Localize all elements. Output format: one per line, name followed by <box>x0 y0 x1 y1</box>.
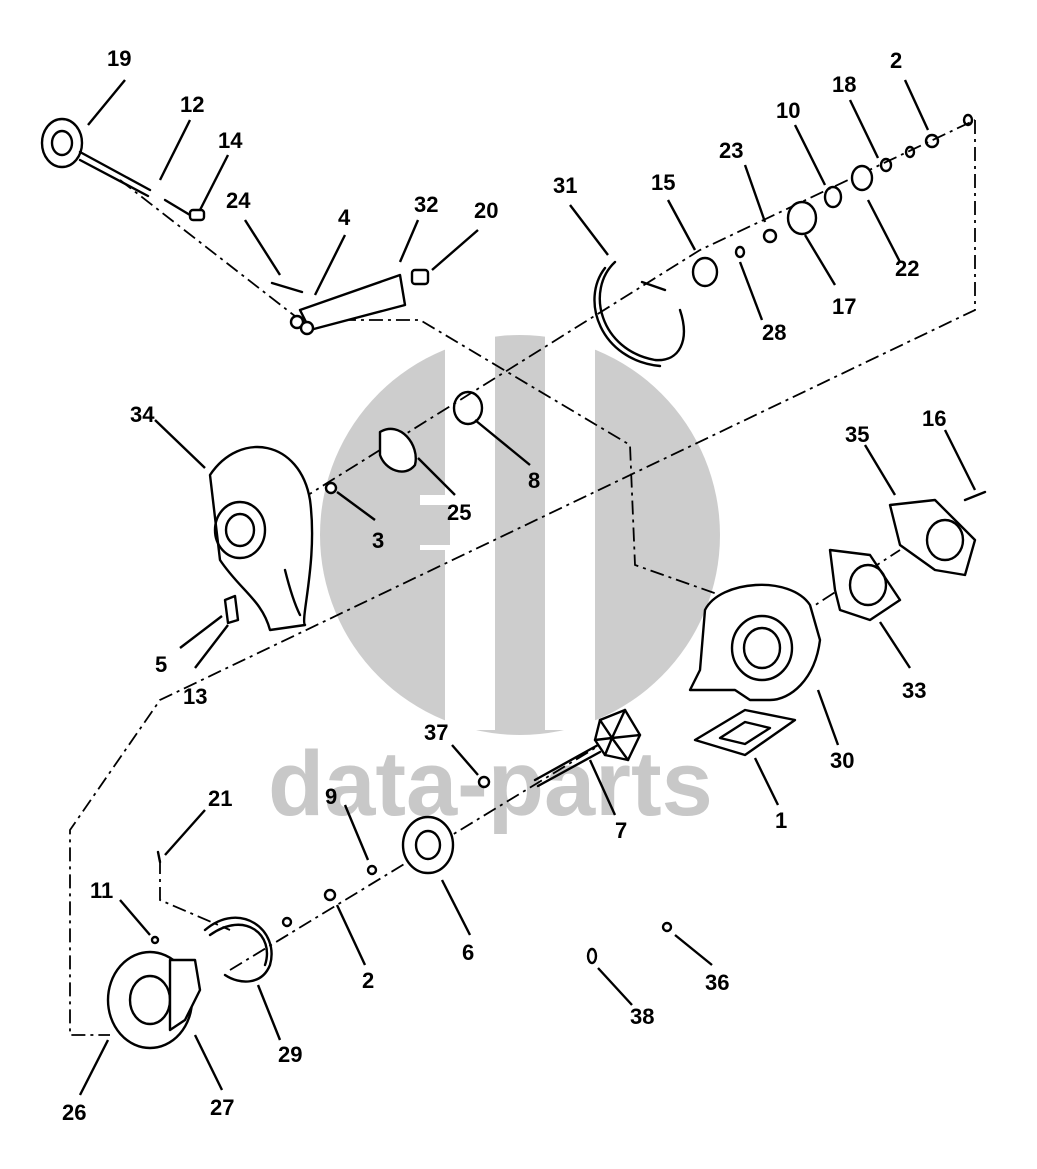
part-compressor-housing <box>208 445 314 632</box>
callout-7: 7 <box>615 818 627 843</box>
callout-2: 2 <box>362 968 374 993</box>
callout-9: 9 <box>325 784 337 809</box>
callout-24: 24 <box>226 188 251 213</box>
part-v-band-clamp <box>203 916 273 983</box>
callout-13: 13 <box>183 684 207 709</box>
part-bracket <box>270 268 430 336</box>
callout-14: 14 <box>218 128 243 153</box>
callout-23: 23 <box>719 138 743 163</box>
callout-labels: 19 12 14 24 4 32 20 31 15 23 10 18 2 22 … <box>62 46 946 1125</box>
callout-22: 22 <box>895 256 919 281</box>
part-seal-plate <box>281 815 455 928</box>
part-gaskets <box>828 490 987 622</box>
callout-30: 30 <box>830 748 854 773</box>
part-backplate <box>223 390 484 625</box>
callout-32: 32 <box>414 192 438 217</box>
callout-35: 35 <box>845 422 869 447</box>
callout-36: 36 <box>705 970 729 995</box>
watermark-logo <box>320 330 720 735</box>
callout-arrows <box>78 79 977 1096</box>
callout-8: 8 <box>528 468 540 493</box>
callout-28: 28 <box>762 320 786 345</box>
part-compressor-wheel <box>106 850 202 1050</box>
callout-12: 12 <box>180 92 204 117</box>
part-clamp-ring <box>593 260 685 368</box>
watermark-text: data-parts <box>268 733 713 835</box>
callout-15: 15 <box>651 170 675 195</box>
callout-5: 5 <box>155 652 167 677</box>
callout-31: 31 <box>553 173 577 198</box>
callout-2: 2 <box>890 48 902 73</box>
callout-25: 25 <box>447 500 471 525</box>
callout-3: 3 <box>372 528 384 553</box>
part-turbine-housing <box>688 583 822 757</box>
callout-37: 37 <box>424 720 448 745</box>
callout-17: 17 <box>832 294 856 319</box>
callout-4: 4 <box>338 205 351 230</box>
callout-6: 6 <box>462 940 474 965</box>
callout-29: 29 <box>278 1042 302 1067</box>
callout-21: 21 <box>208 786 232 811</box>
callout-11: 11 <box>90 878 113 903</box>
callout-27: 27 <box>210 1095 234 1120</box>
callout-10: 10 <box>776 98 800 123</box>
part-small-seals <box>691 113 974 288</box>
part-linkage-rod <box>163 198 206 222</box>
callout-38: 38 <box>630 1004 654 1029</box>
callout-33: 33 <box>902 678 926 703</box>
part-loose-fasteners <box>586 921 673 965</box>
callout-26: 26 <box>62 1100 86 1125</box>
part-turbine-wheel <box>477 708 642 789</box>
callout-16: 16 <box>922 406 946 431</box>
callout-20: 20 <box>474 198 498 223</box>
callout-34: 34 <box>130 402 155 427</box>
part-actuator <box>40 117 152 198</box>
callout-19: 19 <box>107 46 131 71</box>
callout-1: 1 <box>775 808 787 833</box>
callout-18: 18 <box>832 72 856 97</box>
